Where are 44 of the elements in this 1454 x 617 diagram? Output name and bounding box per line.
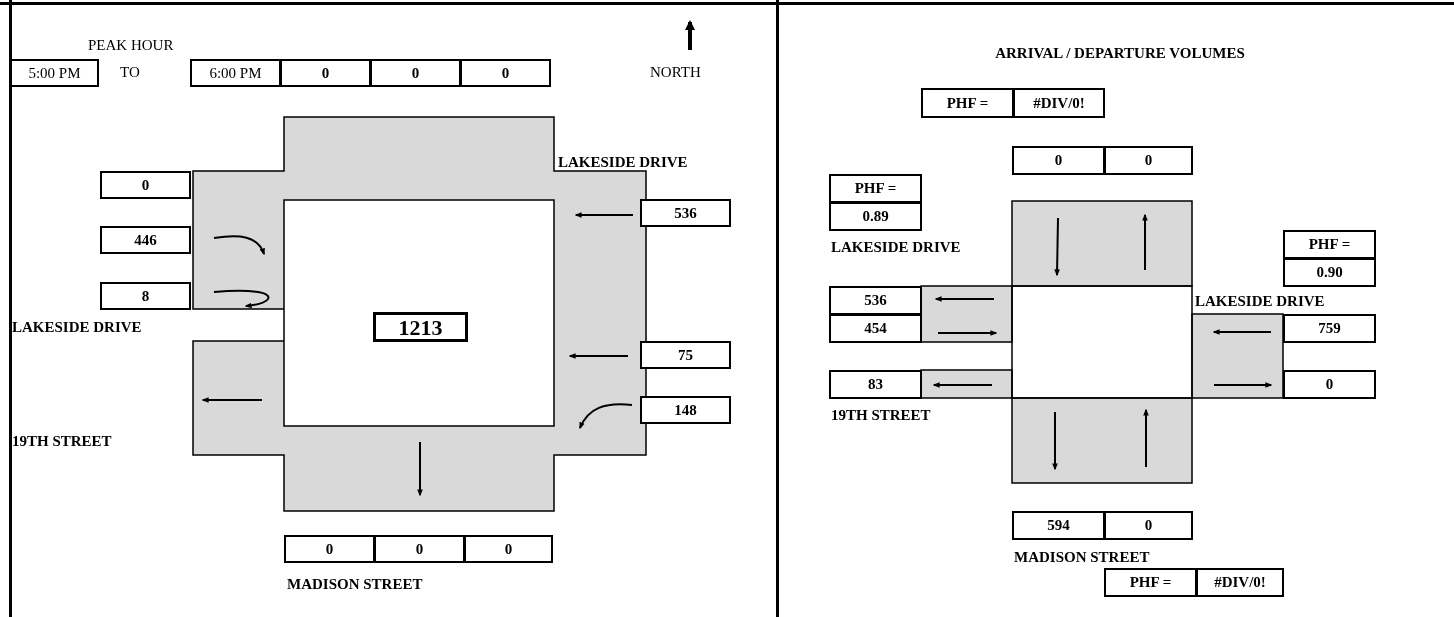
value-cell: 446 [100,226,191,254]
value-cell: 0 [374,535,465,563]
value-cell: #DIV/0! [1013,88,1105,118]
street-name: MADISON STREET [287,575,424,593]
street-name: LAKESIDE DRIVE [831,238,962,256]
value-cell: 75 [640,341,731,369]
value-cell: 0 [370,59,461,87]
street-name: 19TH STREET [12,432,113,450]
value-cell: 0 [280,59,371,87]
street-name: MADISON STREET [1014,548,1151,566]
value-cell: 0 [464,535,553,563]
value-cell: PHF = [1283,230,1376,259]
value-cell: 0.90 [1283,258,1376,287]
value-cell: #DIV/0! [1196,568,1284,597]
value-cell: 148 [640,396,731,424]
street-name: LAKESIDE DRIVE [558,153,689,171]
value-cell: PHF = [829,174,922,203]
value-cell: 0.89 [829,202,922,231]
value-cell: 536 [829,286,922,315]
street-name: LAKESIDE DRIVE [1195,292,1326,310]
value-cell: 454 [829,314,922,343]
value-cell: PHF = [1104,568,1197,597]
value-cell: 83 [829,370,922,399]
value-cell: 6:00 PM [190,59,281,87]
street-name: ARRIVAL / DEPARTURE VOLUMES [994,44,1246,62]
header-text: NORTH [650,63,702,81]
value-cell: 0 [100,171,191,199]
value-cell: 759 [1283,314,1376,343]
value-cell: 594 [1012,511,1105,540]
value-cell: 0 [1104,511,1193,540]
value-cell: 8 [100,282,191,310]
value-cell: 0 [284,535,375,563]
value-cell: 1213 [373,312,468,342]
value-cell: 5:00 PM [10,59,99,87]
value-cell: 0 [1012,146,1105,175]
value-cell: 536 [640,199,731,227]
value-cell: 0 [1104,146,1193,175]
street-name: LAKESIDE DRIVE [12,318,143,336]
header-text: TO [120,63,141,81]
value-cell: PHF = [921,88,1014,118]
street-name: 19TH STREET [831,406,932,424]
value-cell: 0 [1283,370,1376,399]
value-cell: 0 [460,59,551,87]
header-text: PEAK HOUR [88,36,175,54]
